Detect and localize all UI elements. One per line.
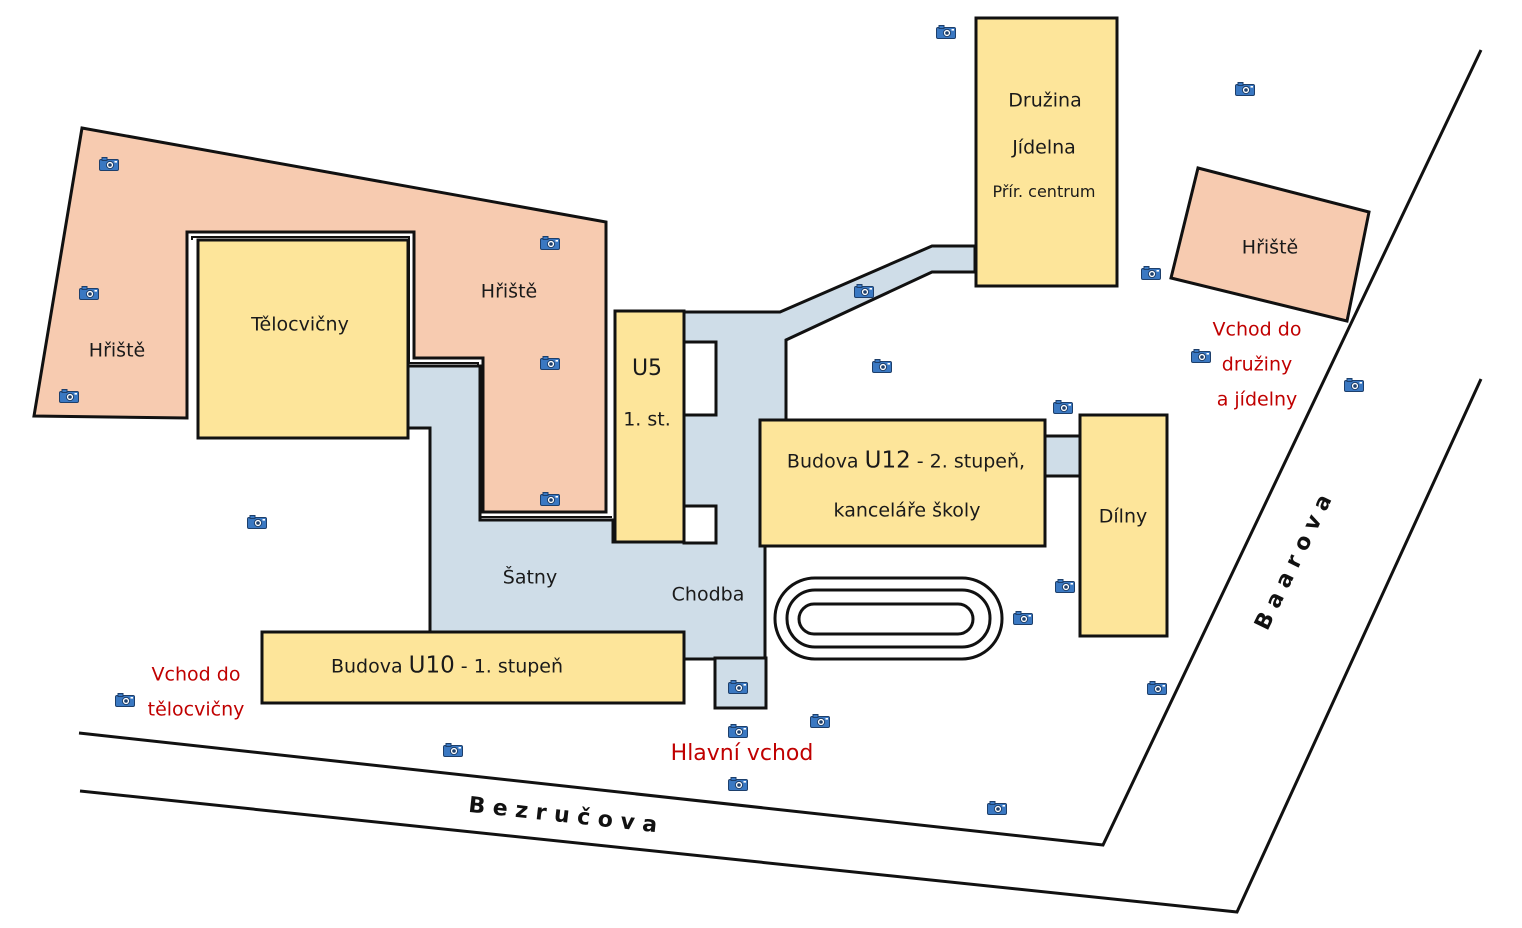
camera-icon[interactable] bbox=[115, 693, 135, 707]
u5-label-1: U5 bbox=[631, 356, 663, 381]
camera-icon[interactable] bbox=[1235, 82, 1255, 96]
camera-icon[interactable] bbox=[1141, 266, 1161, 280]
street-line-outer bbox=[79, 378, 1483, 914]
camera-icon[interactable] bbox=[728, 777, 748, 791]
camera-icon[interactable] bbox=[728, 724, 748, 738]
satny-label: Šatny bbox=[502, 566, 558, 589]
playground-left-label: Hřiště bbox=[88, 339, 146, 362]
camera-icon[interactable] bbox=[540, 356, 560, 370]
camera-icon[interactable] bbox=[99, 157, 119, 171]
telocvicna-entrance-label-2: tělocvičny bbox=[147, 698, 245, 721]
druzina-label-2: Jídelna bbox=[1012, 136, 1076, 159]
druzina-label-1: Družina bbox=[1008, 89, 1082, 112]
druzina-entrance-label-1: Vchod do bbox=[1212, 318, 1302, 341]
main-entrance-label: Hlavní vchod bbox=[670, 741, 814, 766]
telocvicna-entrance-label-1: Vchod do bbox=[151, 663, 241, 686]
building-u12 bbox=[758, 418, 1047, 548]
chodba-label: Chodba bbox=[671, 583, 745, 606]
playground-left-area bbox=[32, 126, 608, 514]
camera-icon[interactable] bbox=[59, 389, 79, 403]
druzina-entrance-label-2: družiny bbox=[1221, 353, 1293, 376]
playground-middle-label: Hřiště bbox=[480, 280, 538, 303]
camera-icon[interactable] bbox=[1013, 611, 1033, 625]
building-telocvicny bbox=[196, 238, 410, 440]
u10-code: U10 bbox=[408, 652, 455, 679]
druzina-entrance-label-3: a jídelny bbox=[1216, 388, 1298, 411]
camera-icon[interactable] bbox=[872, 359, 892, 373]
camera-icon[interactable] bbox=[540, 492, 560, 506]
camera-icon[interactable] bbox=[79, 286, 99, 300]
u12-label-1: Budova U12 - 2. stupeň, bbox=[786, 447, 1026, 474]
camera-icon[interactable] bbox=[1147, 681, 1167, 695]
u12-label-2: kanceláře školy bbox=[833, 499, 981, 522]
street-line-inner bbox=[78, 49, 1483, 847]
camera-icon[interactable] bbox=[987, 801, 1007, 815]
running-track bbox=[773, 576, 1004, 661]
camera-icon[interactable] bbox=[540, 236, 560, 250]
dilny-label: Dílny bbox=[1098, 505, 1148, 528]
building-druzina bbox=[974, 16, 1119, 288]
u12-code: U12 bbox=[864, 447, 911, 474]
camera-icon[interactable] bbox=[854, 284, 874, 298]
camera-icon[interactable] bbox=[443, 743, 463, 757]
street-lines bbox=[78, 49, 1483, 914]
camera-icon[interactable] bbox=[810, 714, 830, 728]
druzina-label-3: Přír. centrum bbox=[992, 182, 1096, 201]
u5-label-2: 1. st. bbox=[623, 408, 671, 431]
playground-right-label: Hřiště bbox=[1241, 236, 1299, 259]
connector-u12-dilny bbox=[1042, 434, 1082, 478]
camera-icon[interactable] bbox=[936, 25, 956, 39]
camera-icon[interactable] bbox=[728, 680, 748, 694]
u5-annex-bottom bbox=[682, 504, 718, 545]
playground-right-area bbox=[1169, 166, 1371, 323]
camera-icon[interactable] bbox=[247, 515, 267, 529]
camera-icon[interactable] bbox=[1344, 378, 1364, 392]
building-u5 bbox=[613, 309, 686, 544]
u5-annex-top bbox=[682, 340, 718, 417]
u10-label: Budova U10 - 1. stupeň bbox=[330, 652, 564, 679]
telocvicny-label: Tělocvičny bbox=[251, 313, 349, 336]
camera-icon[interactable] bbox=[1053, 400, 1073, 414]
camera-icon[interactable] bbox=[1055, 579, 1075, 593]
building-dilny bbox=[1078, 413, 1169, 638]
building-u10 bbox=[260, 630, 686, 705]
camera-icon[interactable] bbox=[1191, 349, 1211, 363]
